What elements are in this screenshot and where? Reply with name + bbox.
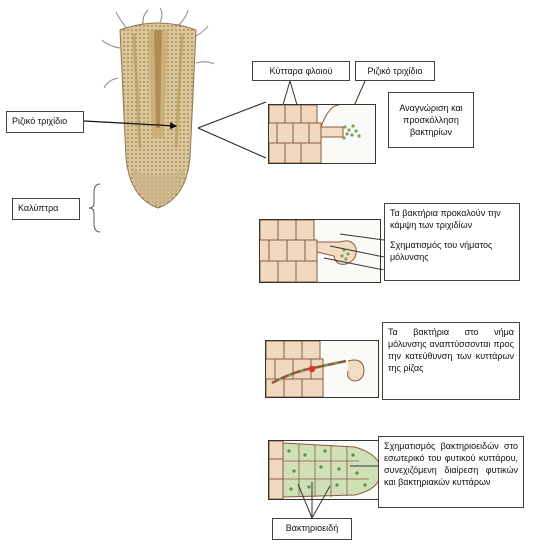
label-curling-box: Τα βακτήρια προκαλούν την κάμψη των τριχ…	[384, 203, 520, 281]
stage-1-image	[268, 104, 376, 164]
stage-3-image	[265, 340, 379, 398]
label-recognition: Αναγνώριση και προσκόλληση βακτηρίων	[388, 92, 474, 148]
stage-4-pointer-right	[350, 462, 380, 470]
zoom-lines	[196, 100, 268, 160]
label-root-hair-top: Ριζικό τριχίδιο	[355, 61, 435, 81]
label-root-cap: Καλύπτρα	[12, 198, 80, 220]
label-infection-thread: Σχηματισμός του νήματος μόλυνσης	[390, 239, 514, 263]
arrow-root-hair	[84, 115, 184, 135]
label-thread-growth: Τα βακτήρια στο νήμα μόλυνσης αναπτύσσον…	[382, 322, 520, 400]
bacteroids-pointers	[290, 480, 340, 520]
stage-2-pointers	[320, 230, 386, 270]
label-root-hair-left: Ριζικό τριχίδιο	[6, 111, 84, 133]
label-bacteroids: Βακτηριοειδή	[272, 518, 352, 540]
plant-nucleus	[309, 366, 315, 372]
label-bacteroid-formation: Σχηματισμός βακτηριοειδών στο εσωτερικό …	[378, 436, 524, 508]
label-curling: Τα βακτήρια προκαλούν την κάμψη των τριχ…	[390, 207, 514, 231]
brace-root-cap	[88, 183, 102, 233]
label-cortex-cells: Κύτταρα φλοιού	[252, 61, 350, 81]
